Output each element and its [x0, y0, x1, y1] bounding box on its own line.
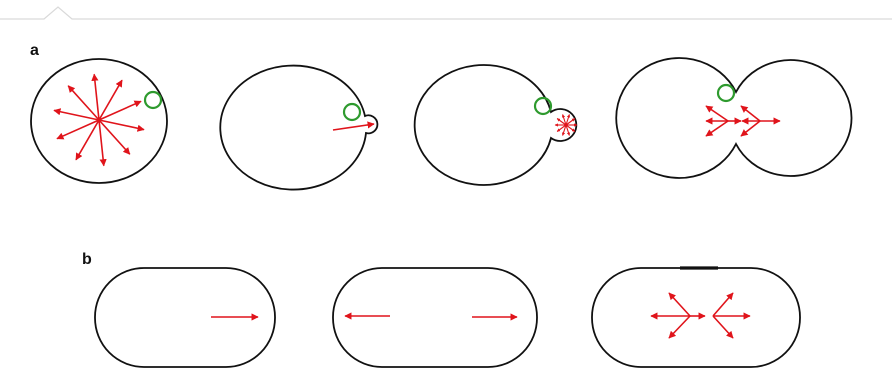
- capsule-1-outline: [94, 267, 276, 368]
- bud-arrow: [332, 121, 375, 131]
- capsule-3-arrows: [650, 292, 751, 339]
- bud-burst-arrow-3: [565, 124, 571, 136]
- panel-a-cell-1: [30, 58, 168, 184]
- radial-arrows-arrow-9: [67, 85, 100, 121]
- dumbbell-arrows: [705, 105, 781, 137]
- panel-a-cell-3: [413, 64, 578, 186]
- radial-arrows-arrow-5: [98, 119, 107, 167]
- bud-radial-arrows: [554, 114, 578, 136]
- radial-arrows-arrow-2: [98, 100, 142, 121]
- green-ring-3: [533, 96, 553, 116]
- radial-arrows: [53, 73, 145, 167]
- radial-arrows-arrow-1: [98, 79, 123, 121]
- panel-b-cell-2: [332, 267, 538, 368]
- green-ring-2: [342, 102, 362, 122]
- bud-burst-arrow-4: [561, 124, 567, 136]
- panel-b-cell-1: [94, 267, 276, 368]
- bud-burst-arrow-10: [565, 118, 576, 126]
- panel-a-cell-4: [615, 57, 853, 179]
- radial-arrows-arrow-3: [98, 119, 145, 132]
- radial-arrows-arrow-7: [56, 119, 100, 140]
- capsule-2-outline: [332, 267, 538, 368]
- panel-b-cell-3: [591, 266, 801, 368]
- panel-label-b: b: [82, 251, 92, 268]
- bud-burst-arrow-2: [565, 124, 576, 132]
- radial-arrows-arrow-8: [53, 108, 100, 121]
- bud-burst-arrow-7: [556, 118, 567, 126]
- cell-2-outline: [219, 64, 379, 191]
- radial-arrows-arrow-4: [98, 119, 131, 155]
- green-ring-1: [143, 90, 163, 110]
- radial-arrows-arrow-6: [75, 119, 100, 161]
- radial-arrows-arrow-10: [91, 73, 100, 121]
- capsule-3-outline: [591, 267, 801, 368]
- bud-burst-arrow-9: [565, 114, 571, 126]
- bud-burst-arrow-8: [561, 114, 567, 126]
- bud-burst-arrow-5: [556, 124, 567, 132]
- cell-3-outline: [413, 64, 578, 186]
- cell-4-outline: [615, 57, 853, 179]
- green-ring-4: [716, 83, 736, 103]
- cell-1-outline: [30, 58, 168, 184]
- panel-label-a: a: [30, 42, 39, 59]
- panel-a-cell-2: [219, 64, 379, 191]
- figure-frame-top: [0, 6, 892, 20]
